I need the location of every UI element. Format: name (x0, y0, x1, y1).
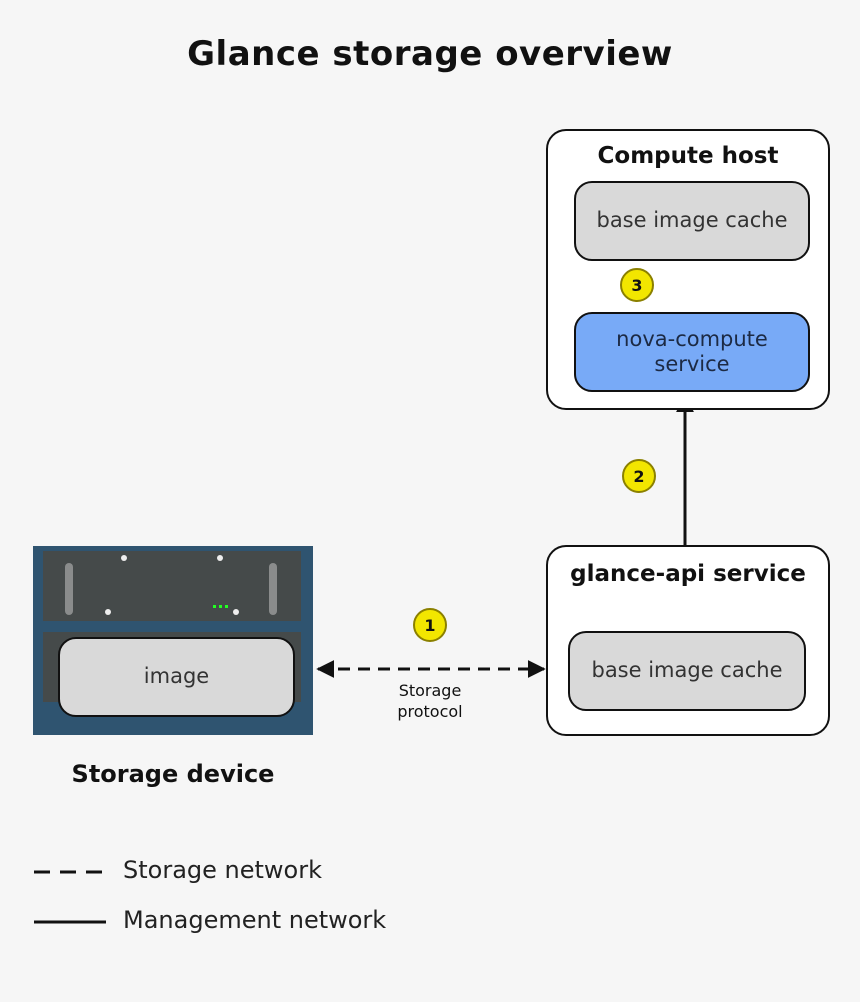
nova-compute-label-line2: service (654, 352, 730, 376)
rack-screw-icon (217, 555, 223, 561)
legend-storage-network: Storage network (123, 856, 322, 884)
glance-api-service-box: glance-api service base image cache (546, 545, 830, 736)
step-badge-3: 3 (620, 268, 654, 302)
rack-screw-icon (233, 609, 239, 615)
storage-image-label: image (143, 664, 210, 689)
storage-device-top-panel (43, 551, 301, 621)
legend-dashed-line-icon (34, 870, 108, 874)
compute-host-box: Compute host base image cache nova-compu… (546, 129, 830, 410)
page-title: Glance storage overview (187, 34, 673, 74)
compute-base-image-cache: base image cache (574, 181, 810, 261)
storage-protocol-line2: protocol (397, 701, 463, 721)
rack-handle-right-icon (269, 563, 277, 615)
storage-image: image (58, 637, 295, 717)
nova-compute-service: nova-compute service (574, 312, 810, 392)
status-led-icon (225, 605, 228, 608)
step-badge-2: 2 (622, 459, 656, 493)
status-led-icon (219, 605, 222, 608)
storage-protocol-line1: Storage (398, 681, 462, 700)
rack-screw-icon (121, 555, 127, 561)
step-badge-1: 1 (413, 608, 447, 642)
glance-api-title: glance-api service (570, 561, 806, 587)
legend-solid-line-icon (34, 920, 106, 924)
legend-management-network: Management network (123, 906, 387, 934)
glance-base-image-cache: base image cache (568, 631, 806, 711)
nova-compute-label-line1: nova-compute (616, 326, 768, 351)
storage-protocol-caption: Storage protocol (380, 681, 480, 723)
compute-cache-label: base image cache (596, 208, 788, 233)
rack-handle-left-icon (65, 563, 73, 615)
storage-device-label: Storage device (71, 760, 275, 788)
rack-screw-icon (105, 609, 111, 615)
status-led-icon (213, 605, 216, 608)
storage-device: image (33, 546, 313, 735)
compute-host-title: Compute host (597, 143, 779, 169)
glance-cache-label: base image cache (591, 658, 783, 683)
